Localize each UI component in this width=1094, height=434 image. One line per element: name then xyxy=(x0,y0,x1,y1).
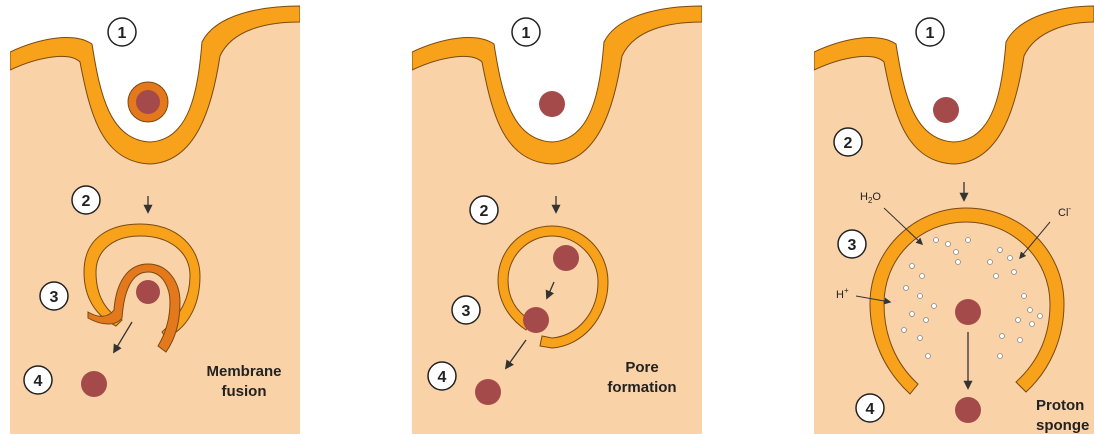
released-particle xyxy=(475,379,501,405)
svg-text:1: 1 xyxy=(522,25,531,42)
panel-membrane-fusion: 1 2 3 4 Membrane fusion xyxy=(10,6,300,434)
step-badge-3: 3 xyxy=(40,282,68,310)
particle xyxy=(539,91,565,117)
released-particle xyxy=(955,397,981,423)
panel-pore-formation: 1 2 3 4 Pore formation xyxy=(412,6,702,434)
released-particle xyxy=(81,371,107,397)
svg-text:1: 1 xyxy=(926,25,935,42)
step-badge-1: 1 xyxy=(512,18,540,46)
particle xyxy=(136,280,160,304)
particle-in-pore xyxy=(523,307,549,333)
step-badge-4: 4 xyxy=(428,362,456,390)
particle xyxy=(553,245,579,271)
step-badge-2: 2 xyxy=(834,128,862,156)
mechanism-label: Membrane xyxy=(206,363,281,380)
mechanism-label: sponge xyxy=(1036,417,1089,434)
step-badge-4: 4 xyxy=(856,394,884,422)
svg-text:3: 3 xyxy=(848,237,857,254)
step-badge-2: 2 xyxy=(470,196,498,224)
particle xyxy=(955,299,981,325)
svg-text:3: 3 xyxy=(50,289,59,306)
svg-text:2: 2 xyxy=(844,135,853,152)
svg-text:4: 4 xyxy=(438,369,447,386)
svg-text:4: 4 xyxy=(34,373,43,390)
svg-text:2: 2 xyxy=(480,203,489,220)
mechanism-label: formation xyxy=(607,379,676,396)
particle xyxy=(136,90,160,114)
panel-proton-sponge: H2O Cl- H+ 1 2 3 4 Proton sponge xyxy=(814,6,1094,434)
cytoplasm xyxy=(814,22,1094,434)
mechanism-label: Proton xyxy=(1036,397,1084,414)
step-badge-4: 4 xyxy=(24,366,52,394)
mechanism-label: fusion xyxy=(222,383,267,400)
svg-text:1: 1 xyxy=(118,25,127,42)
step-badge-3: 3 xyxy=(452,296,480,324)
svg-text:4: 4 xyxy=(866,401,875,418)
step-badge-1: 1 xyxy=(108,18,136,46)
particle xyxy=(933,97,959,123)
svg-text:3: 3 xyxy=(462,303,471,320)
step-badge-2: 2 xyxy=(72,186,100,214)
svg-text:2: 2 xyxy=(82,193,91,210)
mechanism-label: Pore xyxy=(625,359,658,376)
step-badge-3: 3 xyxy=(838,230,866,258)
step-badge-1: 1 xyxy=(916,18,944,46)
